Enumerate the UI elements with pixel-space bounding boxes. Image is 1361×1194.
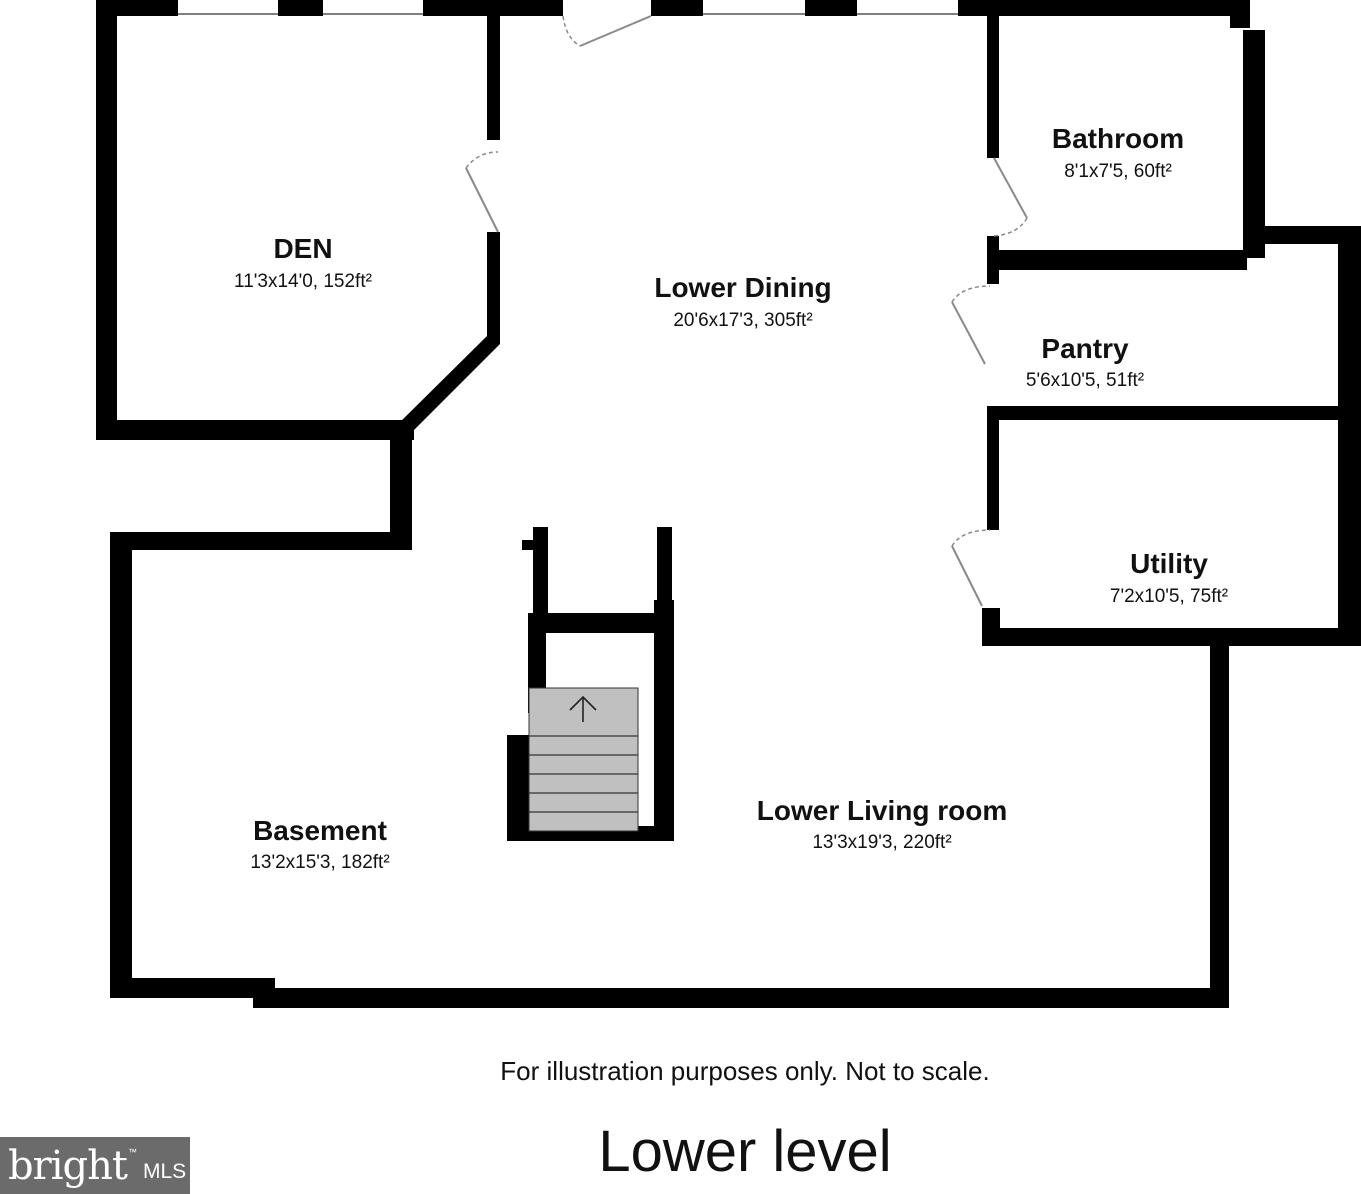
wall <box>96 0 117 440</box>
bathroom-door <box>993 157 1028 237</box>
floor-plan <box>96 0 1361 1008</box>
wall <box>1210 645 1229 1008</box>
room-dims-basement: 13'2x15'3, 182ft² <box>250 852 390 873</box>
wall <box>522 540 534 550</box>
wall <box>96 420 414 440</box>
wall <box>651 0 703 16</box>
level-title: Lower level <box>598 1119 892 1184</box>
room-dims-lower-dining: 20'6x17'3, 305ft² <box>673 310 813 331</box>
wall <box>390 420 412 548</box>
wall <box>987 406 1361 420</box>
wall <box>390 336 500 432</box>
room-name-lower-living: Lower Living room <box>756 795 1008 826</box>
den-door <box>465 151 499 233</box>
pantry-door <box>951 285 991 365</box>
wall <box>1243 226 1361 244</box>
room-name-den: DEN <box>273 233 333 264</box>
wall <box>805 0 857 16</box>
logo-suffix: MLS <box>142 1159 187 1183</box>
room-dims-den: 11'3x14'0, 152ft² <box>234 271 372 292</box>
room-dims-pantry: 5'6x10'5, 51ft² <box>1025 370 1145 391</box>
logo-brand: bright <box>8 1142 128 1189</box>
room-name-pantry: Pantry <box>1041 333 1129 364</box>
room-name-bathroom: Bathroom <box>1051 123 1185 154</box>
wall <box>528 613 674 633</box>
room-dims-utility: 7'2x10'5, 75ft² <box>1109 586 1229 607</box>
wall <box>1338 226 1361 646</box>
wall <box>958 0 1250 16</box>
wall <box>110 532 132 998</box>
entry-door <box>562 15 652 47</box>
wall <box>507 735 531 841</box>
wall <box>253 988 1229 1008</box>
wall <box>1230 0 1250 28</box>
room-dims-bathroom: 8'1x7'5, 60ft² <box>1064 161 1172 182</box>
room-name-lower-dining: Lower Dining <box>654 272 832 303</box>
wall <box>533 527 548 615</box>
wall <box>487 232 500 344</box>
logo-trademark: ™ <box>127 1146 137 1157</box>
room-name-basement: Basement <box>253 815 387 846</box>
wall <box>278 0 323 16</box>
wall <box>987 250 1247 270</box>
wall <box>110 978 275 998</box>
wall <box>657 527 672 615</box>
wall <box>987 408 999 530</box>
wall <box>487 0 500 140</box>
utility-door <box>951 529 991 607</box>
doors <box>465 15 1028 607</box>
room-dims-lower-living: 13'3x19'3, 220ft² <box>812 832 952 853</box>
wall <box>110 532 412 550</box>
wall <box>982 628 1361 646</box>
bright-mls-logo: bright ™ MLS <box>0 1137 190 1194</box>
stairs <box>528 687 639 832</box>
wall <box>1243 30 1265 258</box>
wall <box>654 600 674 840</box>
wall <box>987 0 999 158</box>
room-name-utility: Utility <box>1130 548 1208 579</box>
walls <box>96 0 1361 1008</box>
arrow-up-icon <box>569 695 597 722</box>
disclaimer-text: For illustration purposes only. Not to s… <box>500 1056 990 1086</box>
